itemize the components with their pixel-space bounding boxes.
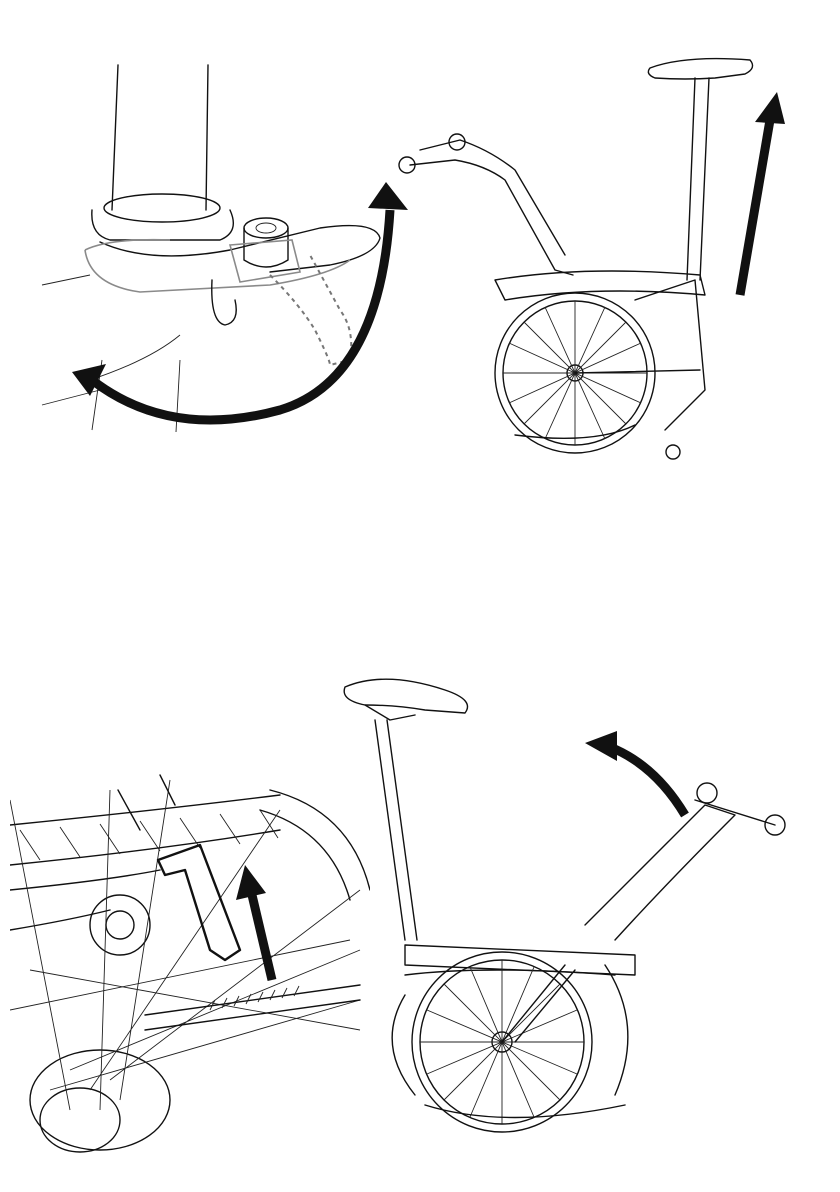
chain-hook-detail bbox=[10, 770, 370, 1170]
rear-hub-hook-icon bbox=[10, 770, 370, 1170]
seat-clamp-lever-icon bbox=[30, 60, 430, 450]
folded-bike-icon bbox=[395, 40, 795, 470]
folded-bike-raise-seat bbox=[395, 40, 795, 470]
clamp-lever-detail bbox=[30, 60, 430, 450]
unfolding-bike-icon bbox=[335, 665, 815, 1165]
bike-unfold-front bbox=[335, 665, 815, 1165]
